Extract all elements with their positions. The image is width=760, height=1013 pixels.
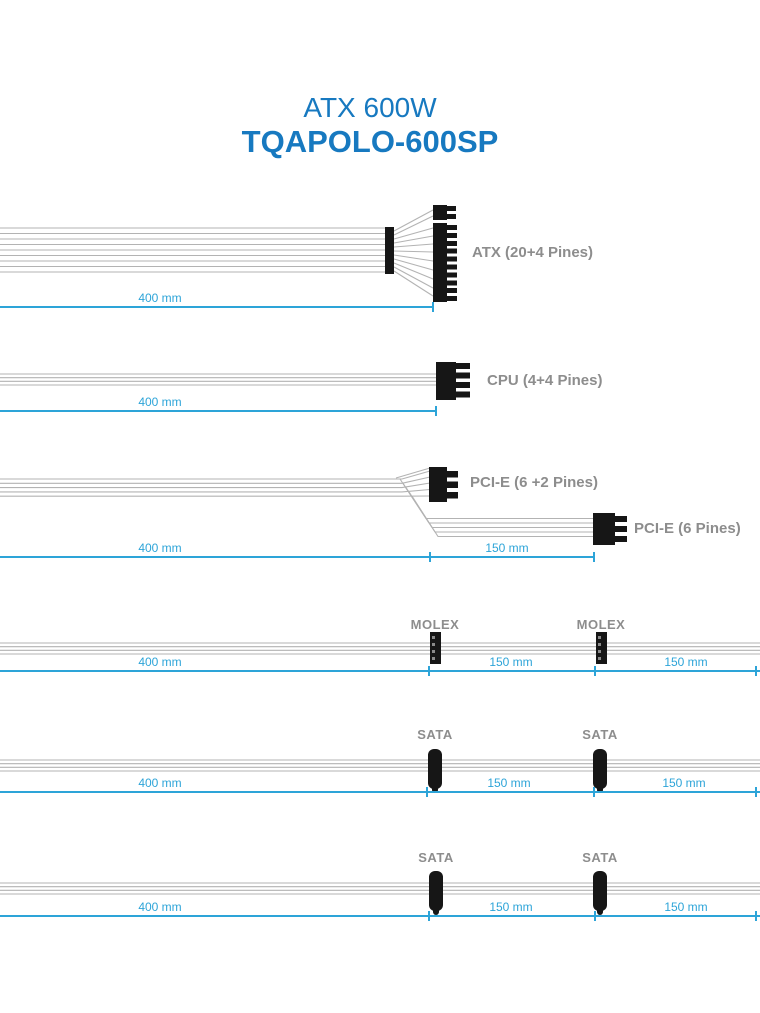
sata-connector	[428, 749, 442, 793]
molex-length-label-1: 400 mm	[138, 655, 182, 669]
measure-tick	[426, 787, 428, 797]
sata-connector-label-3: SATA	[418, 850, 454, 865]
product-model-title: TQAPOLO-600SP	[241, 124, 499, 159]
pcie-6pin-connector-pins	[615, 516, 627, 543]
pcie-6plus2-connector-pins	[447, 471, 458, 499]
sata2-measure-line	[0, 915, 760, 917]
molex-length-label-3: 150 mm	[664, 655, 708, 669]
sata-connector-label-4: SATA	[582, 850, 618, 865]
pcie-6plus2-connector	[429, 467, 447, 502]
pcie-length-label-1: 400 mm	[138, 541, 182, 555]
sata-connector-label-2: SATA	[582, 727, 618, 742]
cpu-connector	[436, 362, 456, 400]
molex-length-label-2: 150 mm	[489, 655, 533, 669]
pcie-6pin-connector	[593, 513, 615, 545]
cpu-length-label: 400 mm	[138, 395, 182, 409]
sata-connector-label-1: SATA	[417, 727, 453, 742]
atx-4pin-connector-pins	[447, 206, 456, 220]
pcie-6pin-connector-label: PCI-E (6 Pines)	[634, 520, 741, 537]
atx-length-label: 400 mm	[138, 291, 182, 305]
cpu-measure-line	[0, 410, 437, 412]
measure-tick	[428, 666, 430, 676]
measure-tick	[594, 666, 596, 676]
product-wattage-title: ATX 600W	[303, 92, 437, 123]
atx-cable-wires	[0, 209, 434, 297]
atx-connector-label: ATX (20+4 Pines)	[472, 244, 594, 261]
measure-tick	[755, 666, 757, 676]
pcie-6plus2-connector-label: PCI-E (6 +2 Pines)	[470, 474, 598, 491]
sata-connector	[429, 871, 443, 915]
molex-measure-line	[0, 670, 760, 672]
measure-tick	[429, 552, 431, 562]
atx-4pin-connector	[433, 205, 447, 220]
atx-20pin-connector	[433, 223, 447, 302]
measure-tick	[755, 787, 757, 797]
molex-connector	[430, 632, 441, 664]
sata1-measure-line	[0, 791, 760, 793]
molex-connector-label-2: MOLEX	[576, 617, 626, 632]
molex-connector-pins	[598, 636, 601, 662]
sata2-length-label-3: 150 mm	[664, 900, 708, 914]
atx-measure-line	[0, 306, 434, 308]
cpu-connector-label: CPU (4+4 Pines)	[487, 372, 603, 389]
cable-sleeve-end	[385, 227, 394, 274]
measure-tick	[432, 302, 434, 312]
sata-cable-1-wires	[0, 759, 760, 772]
sata1-length-label-1: 400 mm	[138, 776, 182, 790]
sata-cable-2-wires	[0, 882, 760, 895]
pcie-cable-wires	[0, 467, 594, 538]
cpu-connector-pins	[456, 363, 470, 400]
measure-tick	[594, 911, 596, 921]
sata2-length-label-1: 400 mm	[138, 900, 182, 914]
sata1-length-label-2: 150 mm	[487, 776, 531, 790]
atx-20pin-connector-pins	[447, 225, 457, 301]
sata1-length-label-3: 150 mm	[662, 776, 706, 790]
pcie-length-label-2: 150 mm	[485, 541, 529, 555]
pcie-measure-line	[0, 556, 595, 558]
molex-connector-pins	[432, 636, 435, 662]
measure-tick	[593, 552, 595, 562]
sata-connector	[593, 871, 607, 915]
measure-tick	[435, 406, 437, 416]
molex-cable-wires	[0, 642, 760, 655]
measure-tick	[593, 787, 595, 797]
cpu-cable-wires	[0, 373, 437, 386]
molex-connector-label-1: MOLEX	[410, 617, 460, 632]
measure-tick	[428, 911, 430, 921]
molex-connector	[596, 632, 607, 664]
sata-connector	[593, 749, 607, 793]
measure-tick	[755, 911, 757, 921]
sata2-length-label-2: 150 mm	[489, 900, 533, 914]
